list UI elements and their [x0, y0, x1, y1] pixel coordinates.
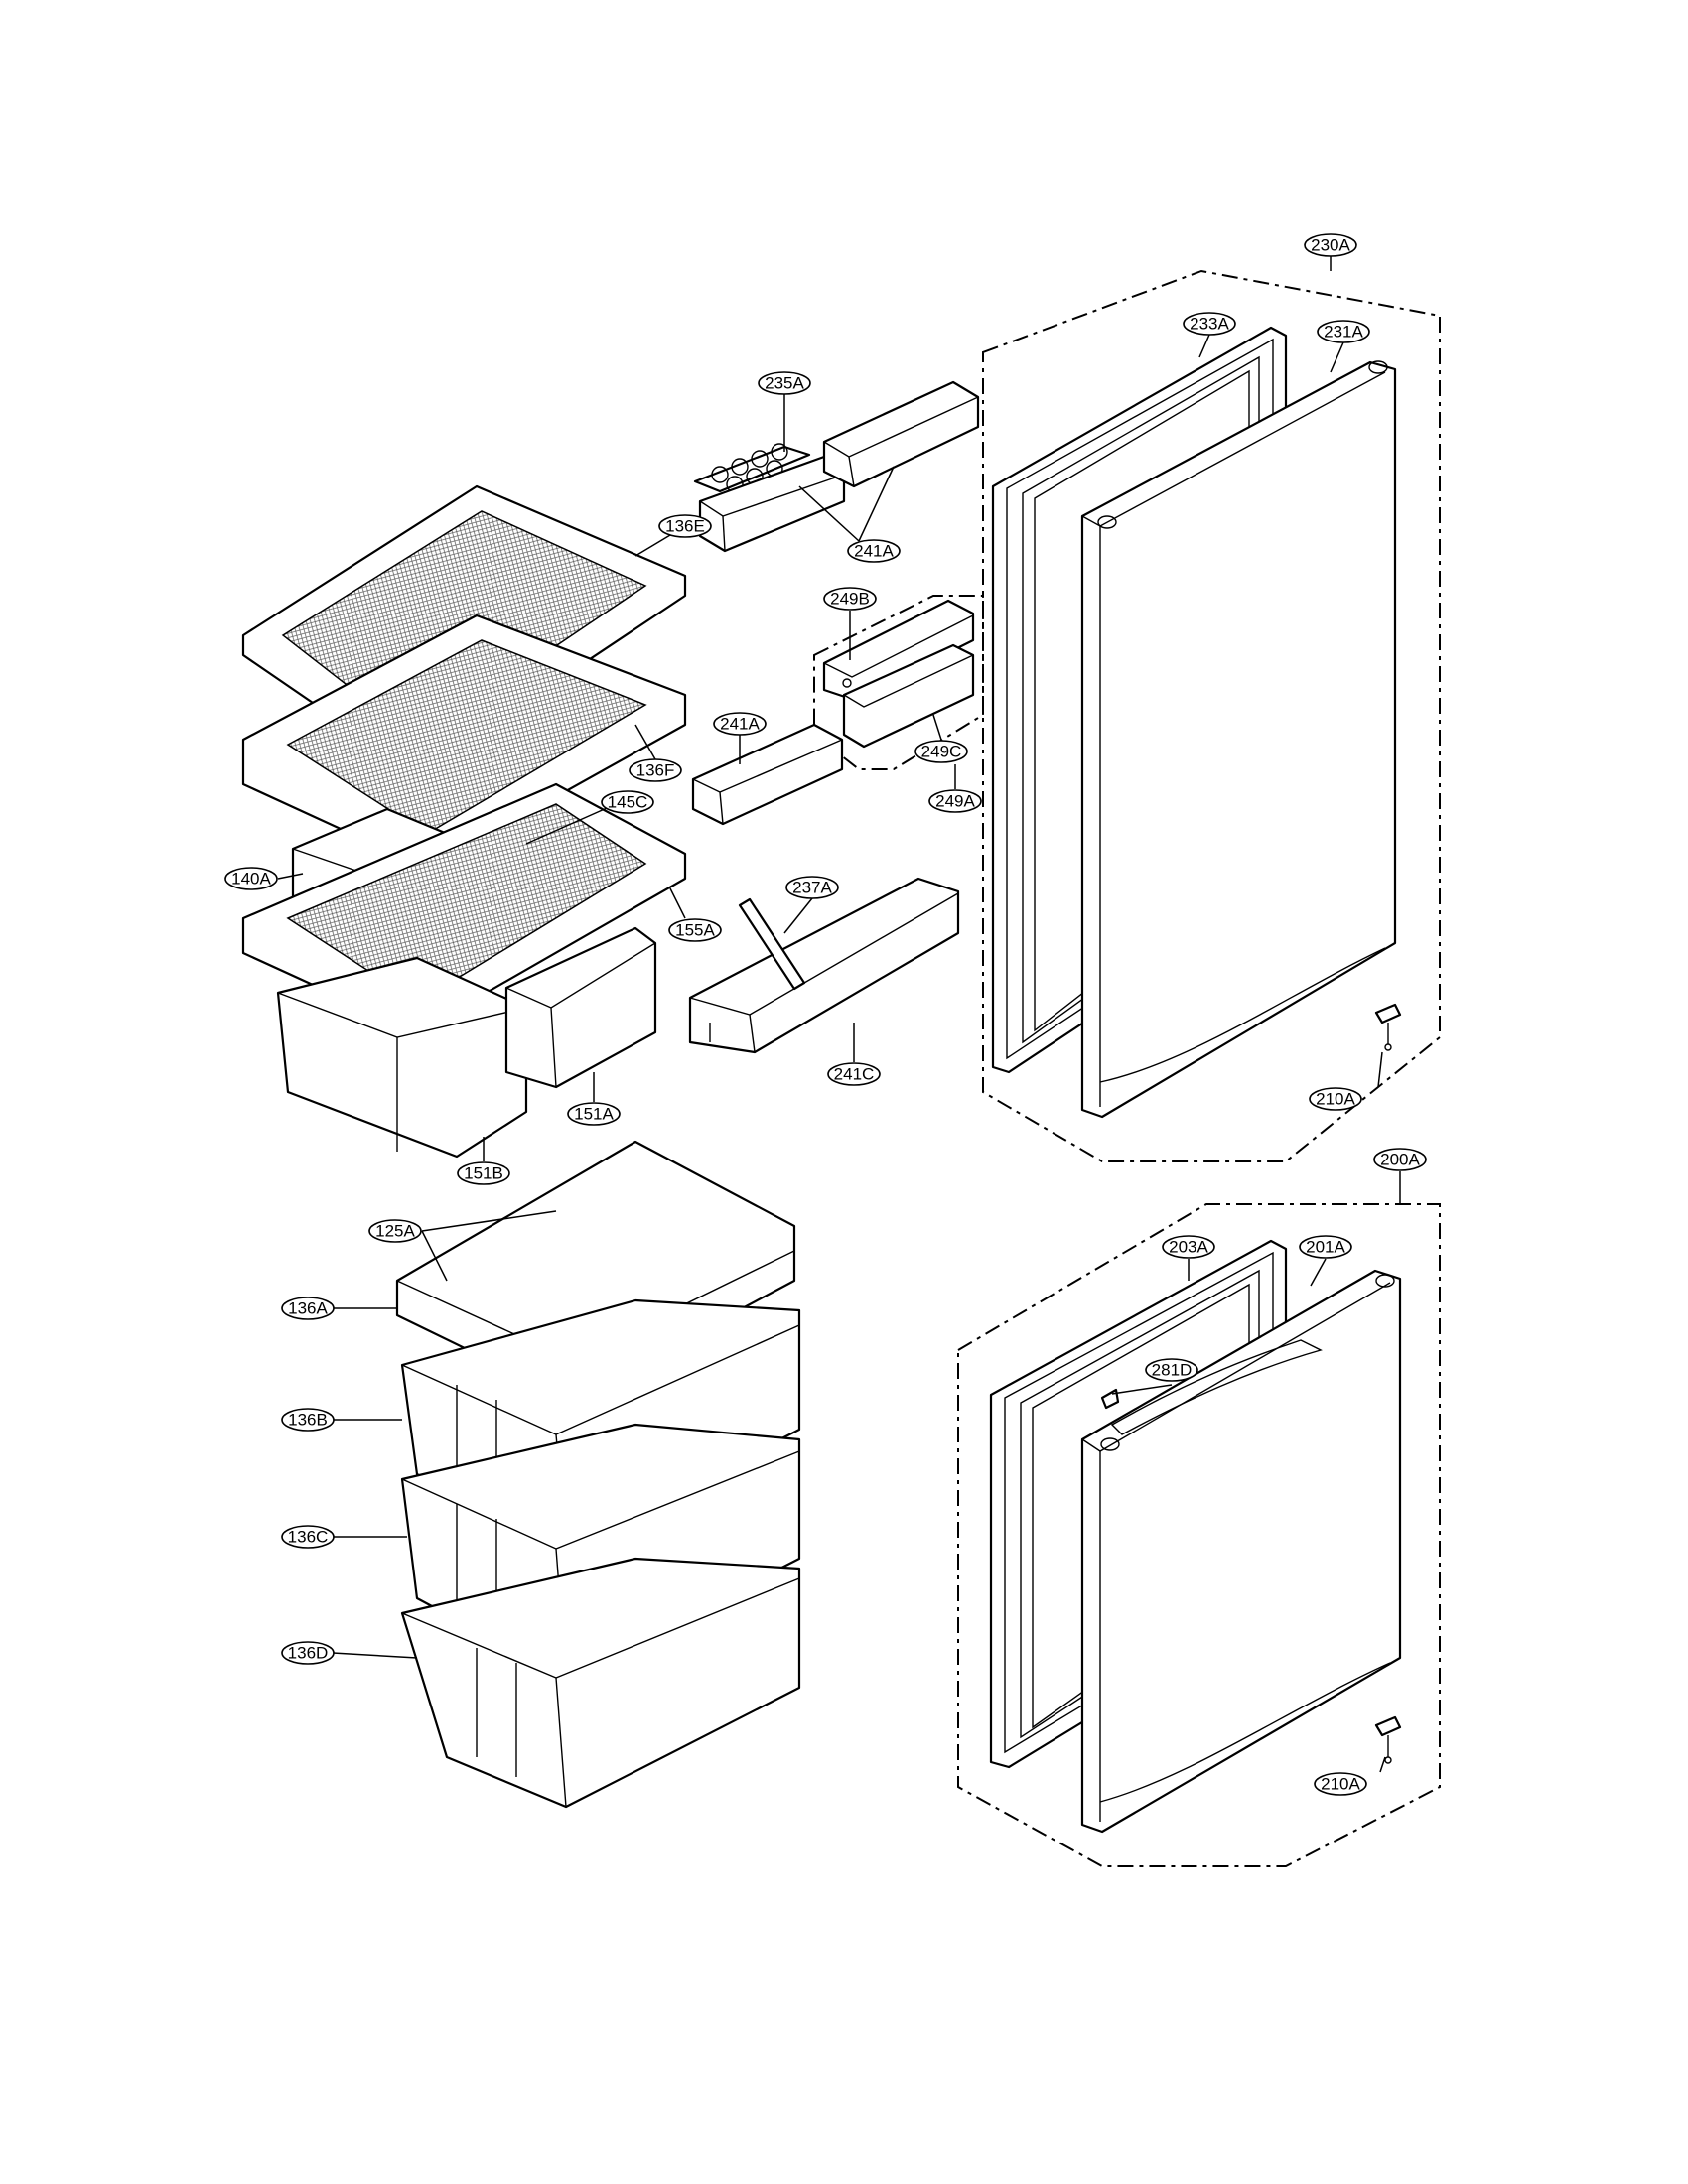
label-136f-text: 136F — [636, 761, 675, 780]
label-241a-top-text: 241A — [854, 542, 894, 561]
label-237a: 237A — [785, 876, 839, 899]
door-bin-241c-large — [688, 877, 960, 1054]
label-140a-text: 140A — [231, 870, 271, 888]
label-140a: 140A — [224, 867, 278, 890]
label-151b-text: 151B — [464, 1164, 503, 1183]
label-136c-text: 136C — [288, 1528, 329, 1547]
label-200a: 200A — [1373, 1148, 1427, 1171]
label-136f: 136F — [629, 758, 682, 782]
bin-divider-237a — [738, 897, 806, 991]
freezer-door-group — [957, 1203, 1441, 1867]
label-136e-text: 136E — [665, 517, 705, 536]
glass-shelf-136f — [241, 614, 687, 871]
label-125a: 125A — [368, 1219, 422, 1243]
label-136a: 136A — [281, 1297, 335, 1320]
freezer-drawer-136d — [400, 1557, 801, 1809]
label-231a-text: 231A — [1324, 323, 1363, 341]
label-136e: 136E — [658, 514, 712, 538]
freezer-door-group-boundary — [957, 1203, 1441, 1867]
label-233a-text: 233A — [1190, 315, 1229, 334]
label-249a: 249A — [928, 789, 982, 813]
door-stopper-281d — [1100, 1388, 1120, 1410]
label-136b: 136B — [281, 1408, 335, 1432]
label-125a-text: 125A — [375, 1222, 415, 1241]
leader-lines — [277, 256, 1401, 1773]
label-249a-text: 249A — [935, 792, 975, 811]
door-bin-241a-small-right — [822, 380, 980, 488]
label-241c-text: 241C — [834, 1065, 875, 1084]
label-231a: 231A — [1317, 320, 1370, 343]
label-249c-text: 249C — [921, 743, 962, 761]
label-210a-bottom-text: 210A — [1321, 1775, 1360, 1794]
label-136a-text: 136A — [288, 1299, 328, 1318]
label-230a-text: 230A — [1311, 236, 1350, 255]
label-233a: 233A — [1183, 312, 1236, 336]
label-155a: 155A — [668, 918, 722, 942]
label-136c: 136C — [281, 1525, 335, 1549]
label-201a: 201A — [1299, 1235, 1352, 1259]
label-281d: 281D — [1145, 1358, 1198, 1382]
label-241a-mid-text: 241A — [720, 715, 760, 734]
label-136d: 136D — [281, 1641, 335, 1665]
hinge-210a-top — [1374, 1003, 1402, 1051]
label-155a-text: 155A — [675, 921, 715, 940]
label-249b: 249B — [823, 587, 877, 611]
label-230a: 230A — [1304, 233, 1357, 257]
hinge-210a-bottom — [1374, 1715, 1402, 1764]
label-237a-text: 237A — [792, 879, 832, 897]
door-panel-201a — [1080, 1269, 1402, 1834]
door-panel-231a — [1080, 360, 1397, 1119]
label-201a-text: 201A — [1306, 1238, 1345, 1257]
label-249c: 249C — [914, 740, 968, 763]
label-200a-text: 200A — [1380, 1151, 1420, 1169]
label-151b: 151B — [457, 1161, 510, 1185]
dairy-bin-249a — [813, 595, 984, 770]
label-145c-text: 145C — [608, 793, 648, 812]
label-235a: 235A — [758, 371, 811, 395]
label-136b-text: 136B — [288, 1411, 328, 1430]
crisper-drawer-151a — [504, 926, 657, 1089]
fridge-door-group-boundary — [982, 269, 1441, 1162]
crisper-drawer-151b — [276, 956, 528, 1159]
label-136d-text: 136D — [288, 1644, 329, 1663]
label-210a-top-text: 210A — [1316, 1090, 1355, 1109]
label-241c: 241C — [827, 1062, 881, 1086]
label-210a-top: 210A — [1309, 1087, 1362, 1111]
door-bin-241a-mid — [691, 723, 844, 826]
label-249b-text: 249B — [830, 590, 870, 609]
label-210a-bottom: 210A — [1314, 1772, 1367, 1796]
label-281d-text: 281D — [1152, 1361, 1193, 1380]
label-241a-mid: 241A — [713, 712, 767, 736]
label-203a: 203A — [1162, 1235, 1215, 1259]
label-151a: 151A — [567, 1102, 621, 1126]
label-145c: 145C — [601, 790, 654, 814]
label-151a-text: 151A — [574, 1105, 614, 1124]
label-235a-text: 235A — [765, 374, 804, 393]
label-203a-text: 203A — [1169, 1238, 1208, 1257]
label-241a-top: 241A — [847, 539, 901, 563]
fridge-door-group — [982, 269, 1441, 1162]
